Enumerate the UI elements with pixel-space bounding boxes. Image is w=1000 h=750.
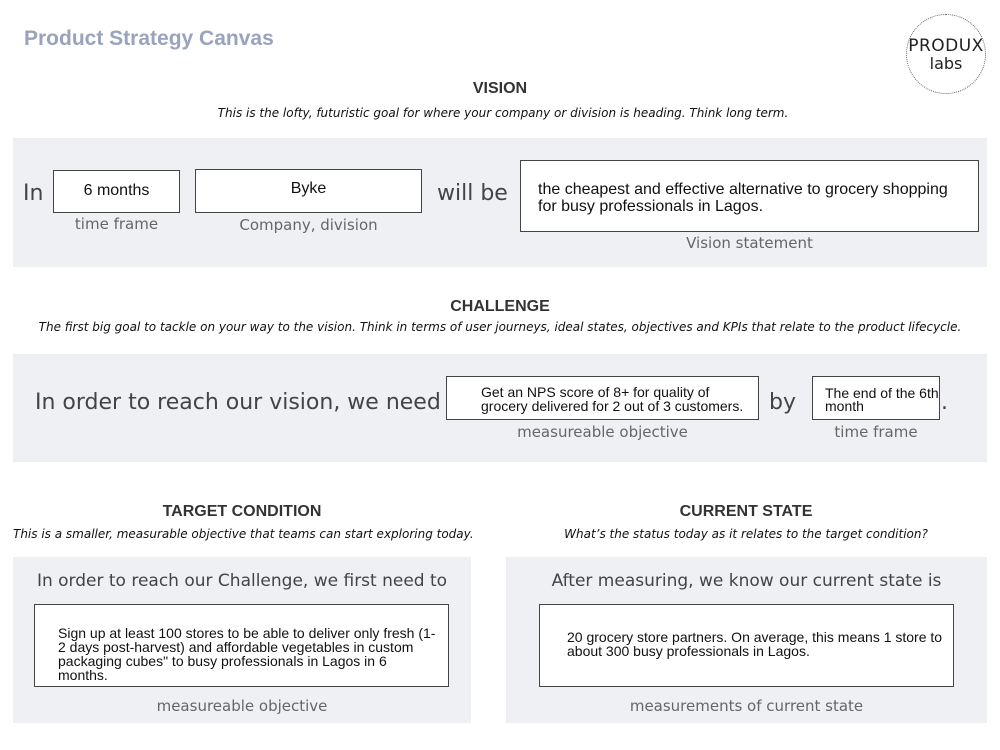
current-subtitle: What’s the status today as it relates to… (564, 527, 928, 541)
vision-subtitle: This is the lofty, futuristic goal for w… (217, 106, 789, 120)
vision-time-frame-caption: time frame (74, 215, 159, 233)
challenge-prefix: In order to reach our vision, we need to (35, 390, 470, 415)
vision-time-frame-field[interactable]: 6 months (53, 170, 180, 213)
current-state-caption: measurements of current state (629, 697, 864, 715)
challenge-objective-caption: measureable objective (517, 423, 688, 441)
logo-subtext: labs (929, 54, 963, 73)
challenge-connector: by (769, 390, 796, 415)
challenge-time-frame-caption: time frame (834, 423, 918, 441)
target-objective-caption: measureable objective (156, 697, 328, 715)
vision-statement-field[interactable]: the cheapest and effective alternative t… (520, 160, 979, 232)
challenge-subtitle: The first big goal to tackle on your way… (38, 320, 962, 334)
challenge-objective-field[interactable]: Get an NPS score of 8+ for quality of gr… (446, 376, 759, 420)
current-prompt: After measuring, we know our current sta… (551, 571, 942, 591)
challenge-suffix: . (941, 390, 948, 415)
vision-statement-caption: Vision statement (686, 234, 813, 252)
vision-heading: VISION (472, 80, 528, 97)
logo-text: PRODUX (908, 36, 984, 56)
vision-company-field[interactable]: Byke (195, 169, 422, 213)
challenge-heading: CHALLENGE (450, 298, 550, 315)
vision-company-caption: Company, division (239, 216, 378, 234)
challenge-time-frame-field[interactable]: The end of the 6th month (812, 376, 940, 420)
target-prompt: In order to reach our Challenge, we firs… (36, 571, 448, 591)
vision-connector: will be (437, 181, 508, 206)
current-state-field[interactable]: 20 grocery store partners. On average, t… (539, 604, 954, 687)
target-subtitle: This is a smaller, measurable objective … (13, 527, 474, 541)
current-heading: CURRENT STATE (679, 503, 813, 520)
page-title: Product Strategy Canvas (24, 27, 274, 50)
target-objective-field[interactable]: Sign up at least 100 stores to be able t… (34, 604, 449, 687)
target-heading: TARGET CONDITION (162, 503, 322, 520)
vision-prefix: In (23, 181, 44, 206)
produx-labs-logo: PRODUX labs (906, 14, 986, 94)
